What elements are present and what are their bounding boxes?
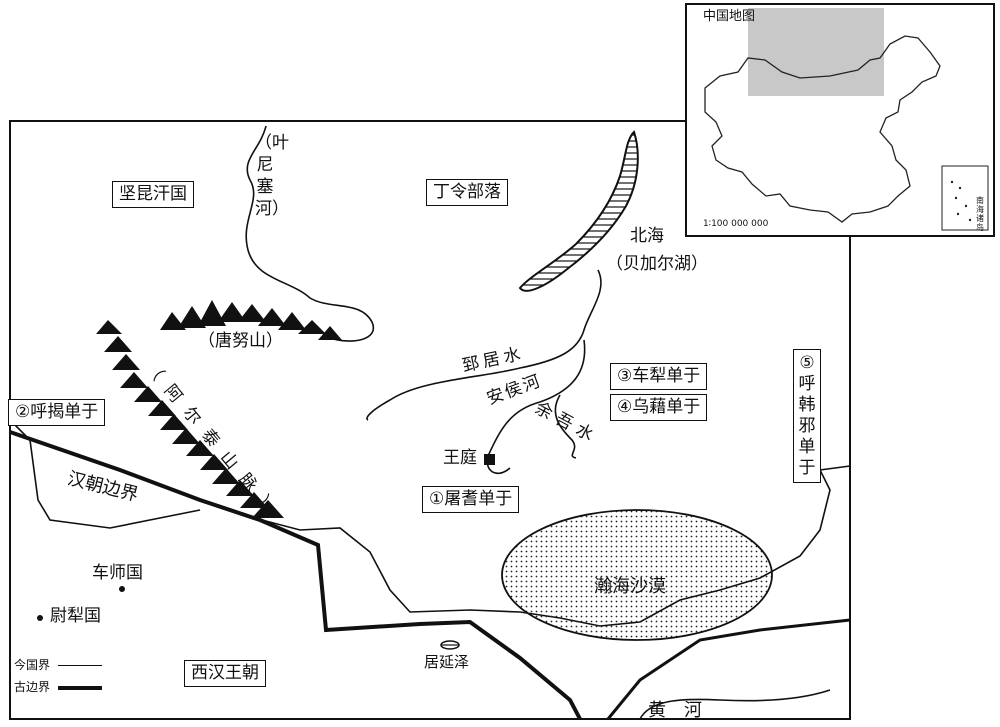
anhou-river (486, 339, 586, 474)
inset-highlight (748, 8, 884, 96)
tangnu-label: （唐努山） (198, 331, 283, 351)
zhiju-river (366, 269, 602, 421)
inset-china-outline (704, 35, 941, 223)
jiankun-label: 坚昆汗国 (112, 181, 194, 208)
legend-ancient-text: 古边界 (14, 680, 51, 694)
legend-modern-line (57, 664, 102, 667)
legend-modern: 今国界 (14, 654, 102, 676)
hanhai-desert (501, 509, 773, 641)
yellow-river (639, 689, 831, 720)
xihan-label: 西汉王朝 (184, 660, 266, 687)
juyan-label: 居延泽 (424, 653, 470, 671)
han-border-line (9, 430, 582, 720)
desert-label: 瀚海沙漠 (594, 576, 666, 597)
chanyu-1-label: ①屠耆单于 (422, 486, 520, 513)
chanyu-5-label: ⑤呼韩邪单于 (793, 349, 821, 483)
chanyu-4-label: ④乌藉单于 (610, 394, 708, 421)
wangting-label: 王庭 (443, 448, 477, 468)
legend-ancient: 古边界 (14, 676, 102, 698)
weili-dot (37, 615, 43, 621)
chanyu-3-label: ③车犁单于 (610, 363, 708, 390)
wangting-marker (484, 454, 495, 465)
juyan-lake (440, 640, 460, 650)
beihai-label: 北海 (630, 226, 664, 246)
legend-ancient-line (57, 685, 102, 690)
legend: 今国界 古边界 (14, 654, 102, 698)
yuwu-river (554, 394, 577, 459)
inset-title: 中国地图 (703, 9, 756, 24)
han-border-line-east (606, 618, 851, 720)
inset-south-sea-label: 南海诸岛 (976, 196, 984, 232)
inset-islands (950, 180, 972, 222)
yenisei-label: （叶尼塞河） (255, 133, 289, 219)
inset-scale: 1∶100 000 000 (703, 219, 769, 229)
weili-label: 尉犁国 (50, 606, 101, 626)
jushi-label: 车师国 (92, 563, 143, 583)
yenisei-river (245, 125, 375, 342)
yellow-river-label: 黄 河 (648, 700, 702, 721)
jushi-dot (119, 586, 125, 592)
baikal-label: （贝加尔湖） (606, 254, 708, 274)
baikal-lake (518, 130, 639, 292)
tangnu-mountains (160, 300, 342, 340)
legend-modern-text: 今国界 (14, 658, 51, 672)
chanyu-2-label: ②呼揭单于 (8, 399, 106, 426)
altai-mountains (96, 320, 284, 518)
dingling-label: 丁令部落 (426, 179, 508, 206)
inset-south-sea-box (941, 165, 989, 231)
